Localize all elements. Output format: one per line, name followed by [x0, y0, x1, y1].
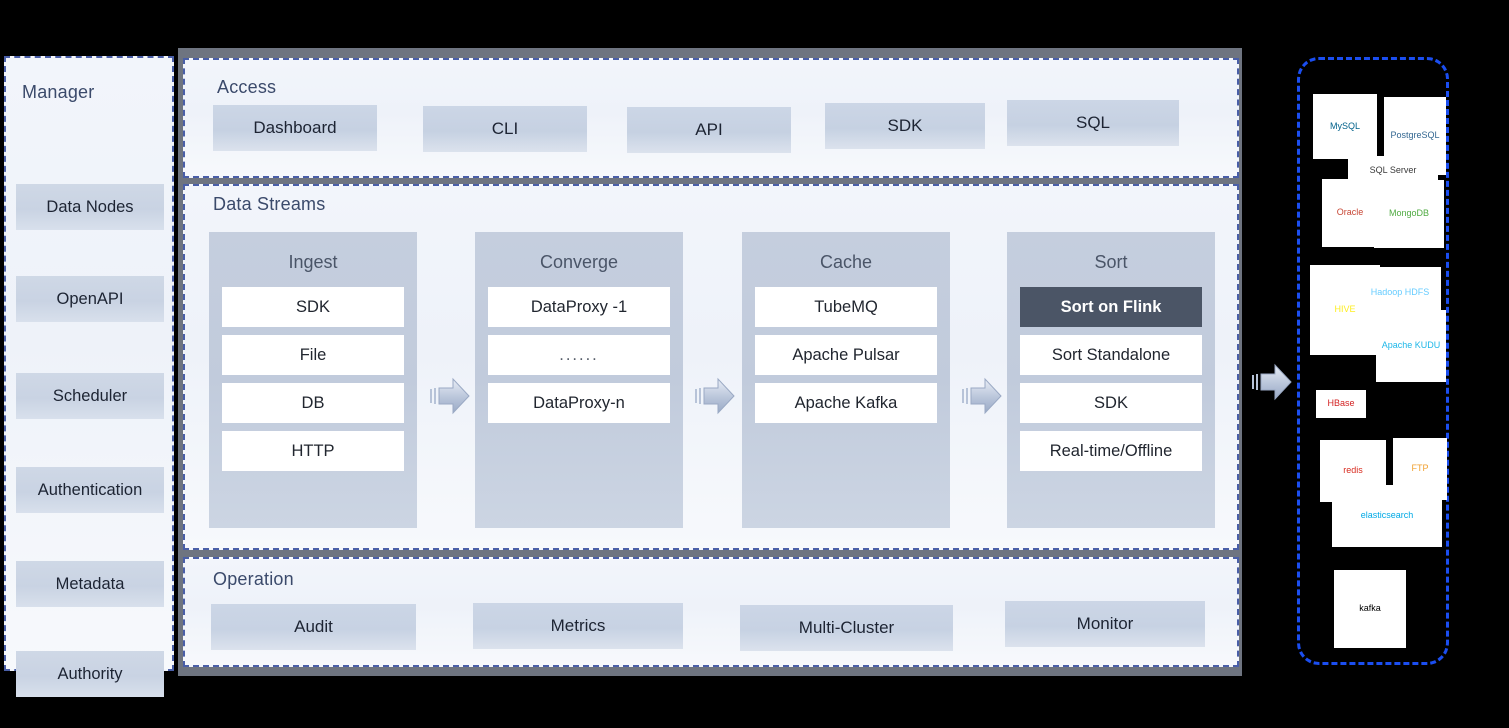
sink-logo-label: SQL Server: [1369, 165, 1417, 176]
stage-item-sort-standalone[interactable]: Sort Standalone: [1020, 335, 1202, 375]
manager-panel-title: Manager: [22, 82, 95, 102]
stage-item-dataproxy-n[interactable]: DataProxy-n: [488, 383, 670, 423]
manager-item-metadata[interactable]: Metadata: [16, 561, 164, 607]
operation-panel-title: Operation: [213, 569, 294, 589]
stage-item-list: DataProxy -1...... DataProxy-n: [488, 287, 670, 423]
sink-logo-label: redis: [1343, 465, 1363, 476]
flow-arrow-cache-to-sort: [960, 376, 1004, 416]
stage-item-sdk[interactable]: SDK: [1020, 383, 1202, 423]
stage-item-http[interactable]: HTTP: [222, 431, 404, 471]
manager-item-openapi[interactable]: OpenAPI: [16, 276, 164, 322]
manager-item-authentication[interactable]: Authentication: [16, 467, 164, 513]
stage-item-dataproxy-1[interactable]: DataProxy -1: [488, 287, 670, 327]
flow-arrow-ingest-to-converge: [428, 376, 472, 416]
stage-item-sdk[interactable]: SDK: [222, 287, 404, 327]
manager-item-scheduler[interactable]: Scheduler: [16, 373, 164, 419]
stage-item-file[interactable]: File: [222, 335, 404, 375]
sink-logo-mongodb-icon: MongoDB: [1374, 180, 1444, 248]
sink-logo-label: Apache KUDU: [1381, 340, 1441, 351]
sink-logo-elasticsearch-icon: elasticsearch: [1332, 485, 1442, 547]
sink-logo-label: MySQL: [1329, 120, 1360, 131]
access-panel: Access Dashboard CLI API SDK SQL: [183, 58, 1239, 178]
stage-title-cache: Cache: [819, 252, 873, 272]
sink-logo-label: HBase: [1327, 398, 1355, 409]
sink-logo-label: HIVE: [1334, 304, 1356, 315]
stage-title-converge: Converge: [539, 252, 619, 272]
manager-item-authority[interactable]: Authority: [16, 651, 164, 697]
stage-item-tubemq[interactable]: TubeMQ: [755, 287, 937, 327]
access-item-api[interactable]: API: [627, 107, 791, 153]
sink-logo-hbase-icon: HBase: [1316, 390, 1366, 418]
sink-logo-label: elasticsearch: [1360, 510, 1414, 521]
flow-arrow-sort-to-sinks: [1250, 362, 1294, 402]
operation-item-audit[interactable]: Audit: [211, 604, 416, 650]
sink-logo-mysql-icon: MySQL: [1313, 94, 1377, 159]
stage-title-sort: Sort: [1094, 252, 1128, 272]
stage-item-real-time-offline[interactable]: Real-time/Offline: [1020, 431, 1202, 471]
stage-title-ingest: Ingest: [288, 252, 338, 272]
sink-logo-label: FTP: [1411, 463, 1429, 474]
sink-logo-apache-kudu-icon: Apache KUDU: [1376, 310, 1446, 382]
access-panel-title: Access: [217, 77, 277, 97]
operation-item-multi-cluster[interactable]: Multi-Cluster: [740, 605, 953, 651]
sink-logo-label: kafka: [1359, 603, 1381, 614]
access-item-sdk[interactable]: SDK: [825, 103, 985, 149]
data-streams-panel-title: Data Streams: [213, 194, 326, 214]
stage-item--[interactable]: ......: [488, 335, 670, 375]
stage-item-apache-kafka[interactable]: Apache Kafka: [755, 383, 937, 423]
sink-logo-label: Hadoop HDFS: [1370, 287, 1430, 298]
stage-item-sort-on-flink[interactable]: Sort on Flink: [1020, 287, 1202, 327]
sink-logo-oracle-icon: Oracle: [1322, 179, 1378, 247]
access-item-sql[interactable]: SQL: [1007, 100, 1179, 146]
sink-logo-label: MongoDB: [1388, 208, 1430, 219]
flow-arrow-converge-to-cache: [693, 376, 737, 416]
operation-item-metrics[interactable]: Metrics: [473, 603, 683, 649]
manager-item-data-nodes[interactable]: Data Nodes: [16, 184, 164, 230]
access-item-dashboard[interactable]: Dashboard: [213, 105, 377, 151]
sink-logo-kafka-icon: kafka: [1334, 570, 1406, 648]
stage-item-db[interactable]: DB: [222, 383, 404, 423]
access-item-cli[interactable]: CLI: [423, 106, 587, 152]
operation-panel: Operation Audit Metrics Multi-Cluster Monit…: [183, 557, 1239, 667]
sink-logo-label: PostgreSQL: [1390, 130, 1440, 141]
sink-logo-label: Oracle: [1336, 207, 1364, 218]
stage-item-apache-pulsar[interactable]: Apache Pulsar: [755, 335, 937, 375]
operation-item-monitor[interactable]: Monitor: [1005, 601, 1205, 647]
